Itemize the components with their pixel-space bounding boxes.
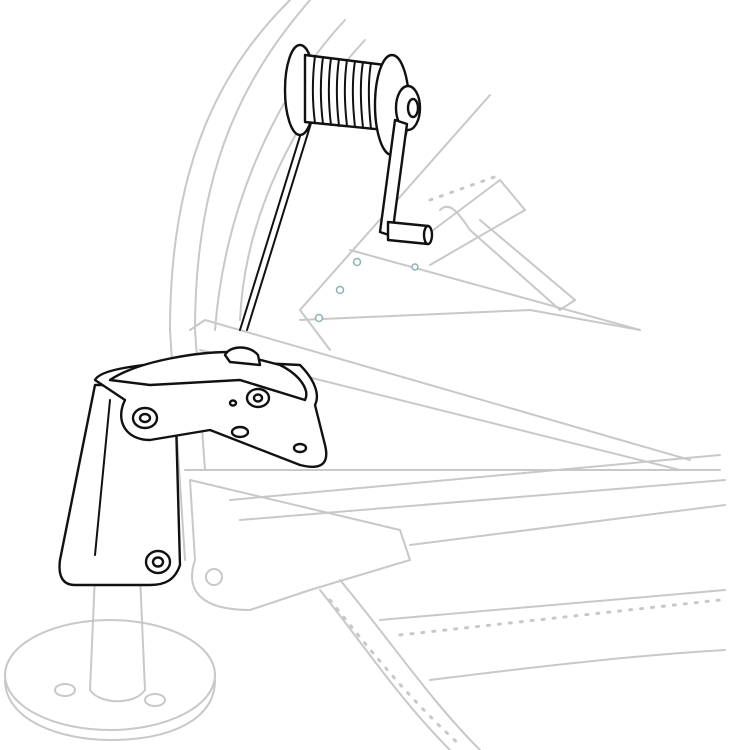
panel-lower [299,309,641,331]
hinge-hole [205,568,223,586]
rivet [352,257,362,267]
winch-axle [406,97,420,119]
winch [283,43,434,246]
rivet [335,285,345,295]
canopy-frame-rail [214,19,346,331]
crank-handle [386,220,430,246]
base-disc [4,619,216,731]
seat-plate-top [189,319,691,461]
base-hole [144,693,166,707]
post [89,574,146,691]
panel-edge [299,94,491,351]
base-rim [4,679,216,741]
plate-hole [230,425,250,439]
lower-edge [429,649,726,681]
fairing [419,179,526,266]
plate-hole [228,399,238,407]
cable-windings [311,55,372,130]
lower-curve-2 [339,579,481,750]
clamp-lug [223,346,262,367]
plate-hole [292,442,308,454]
cable [239,119,313,331]
dotted-seam-2 [328,598,462,747]
canopy-frame-inner [194,0,311,471]
canopy-frame-outer [169,0,291,561]
rail-long-3 [409,504,726,546]
bolt-center [252,393,264,403]
dotted-seam-1 [428,173,502,202]
rail-long-1 [229,454,721,501]
pedestal-bracket [58,346,328,587]
column-crease [94,399,111,556]
bolt-center [151,556,165,568]
base-hole [54,683,76,697]
lever-arm [439,205,576,311]
rivet [314,313,324,323]
bolt-center [138,412,152,424]
panel-top [349,249,641,331]
lower-curve-1 [319,589,451,750]
rivet [411,263,419,271]
post-flare [89,689,146,703]
pedestal-base [4,574,216,741]
hinge-bracket [189,479,411,611]
rail-long-2 [239,479,726,521]
dotted-seam-3 [398,598,722,637]
frame-context [169,0,726,750]
crank-handle-end [422,224,434,246]
lower-rail [379,589,726,621]
